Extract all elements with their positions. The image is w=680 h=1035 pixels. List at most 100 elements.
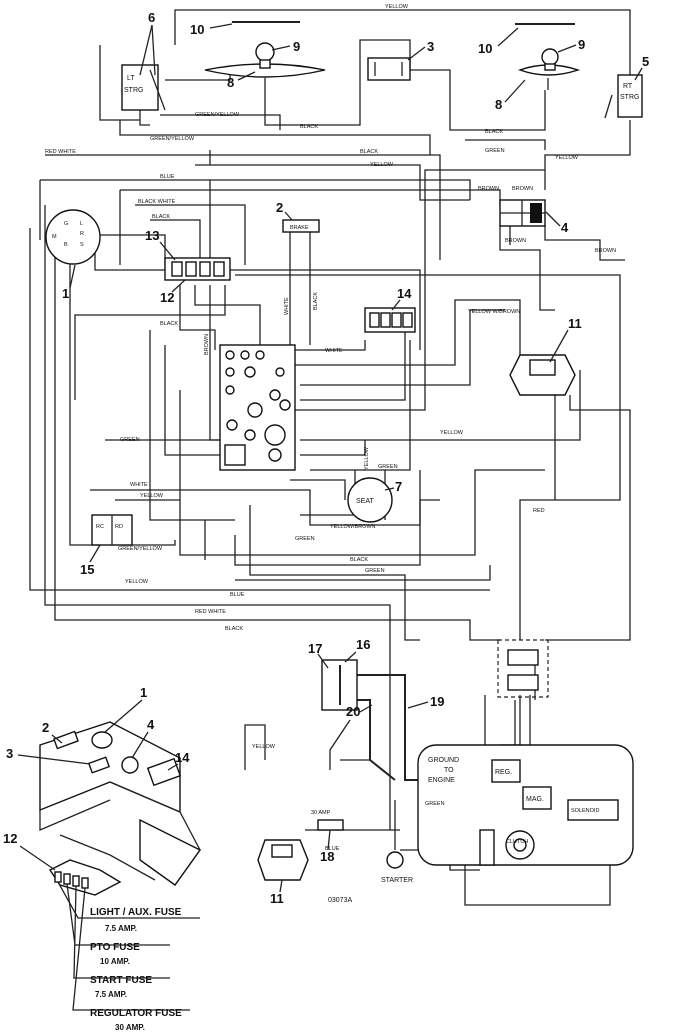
key-term-g: G bbox=[64, 221, 68, 227]
callout-9-left: 9 bbox=[293, 39, 300, 54]
fuse-pto-amp: 10 AMP. bbox=[100, 957, 130, 966]
dashed-relay-block bbox=[497, 639, 549, 698]
wire-label: BLUE bbox=[160, 174, 175, 180]
wire-label: BROWN bbox=[204, 334, 210, 355]
brake-label: BRAKE bbox=[290, 225, 309, 231]
clutch-label: CLUTCH bbox=[506, 839, 528, 845]
callout-18: 18 bbox=[320, 849, 334, 864]
callout-19: 19 bbox=[430, 694, 444, 709]
callout-7: 7 bbox=[395, 479, 402, 494]
wire-label: BLACK WHITE bbox=[138, 199, 176, 205]
right-steering-switch: RT STRG bbox=[604, 74, 643, 119]
callout-5: 5 bbox=[642, 54, 649, 69]
callout-4-dash: 4 bbox=[147, 717, 155, 732]
wire-label: BLACK bbox=[152, 214, 170, 220]
callout-12-dash: 12 bbox=[3, 831, 17, 846]
wire-label: RED WHITE bbox=[45, 149, 76, 155]
ground-label-1: GROUND bbox=[428, 757, 459, 764]
wire-label: GREEN bbox=[425, 801, 445, 807]
relay-connector bbox=[499, 199, 546, 227]
dash-panel bbox=[39, 721, 202, 896]
callout-14-dash: 14 bbox=[175, 750, 190, 765]
wire-label: BROWN bbox=[478, 186, 499, 192]
callout-16: 16 bbox=[356, 637, 370, 652]
wire-label: GREEN bbox=[120, 437, 140, 443]
callout-13: 13 bbox=[145, 228, 159, 243]
wire-label: YELLOW bbox=[385, 4, 409, 10]
callout-2-dash: 2 bbox=[42, 720, 49, 735]
wire-label: BROWN bbox=[512, 186, 533, 192]
wire-label: YELLOW bbox=[555, 155, 579, 161]
callout-8-left: 8 bbox=[227, 75, 234, 90]
fuse-regulator-amp: 30 AMP. bbox=[115, 1023, 145, 1032]
seat-switch: SEAT bbox=[347, 477, 393, 523]
key-term-l: L bbox=[80, 221, 83, 227]
control-module bbox=[219, 344, 296, 471]
callout-8-right: 8 bbox=[495, 97, 502, 112]
callout-6: 6 bbox=[148, 10, 155, 25]
wire-label: YELLOW/BROWN bbox=[330, 524, 376, 530]
wire-label: BROWN bbox=[505, 238, 526, 244]
headlight-right bbox=[517, 48, 581, 90]
wire-label: BLACK bbox=[313, 292, 319, 310]
callout-14-top: 14 bbox=[397, 286, 412, 301]
wire-label: WHITE bbox=[284, 297, 290, 315]
wire-label: WHITE bbox=[130, 482, 148, 488]
lt-strg-label-1: LT bbox=[127, 75, 135, 82]
fuse-block bbox=[164, 257, 231, 281]
wire-label: BLUE bbox=[230, 592, 245, 598]
wire-label: BLACK bbox=[160, 321, 178, 327]
rt-strg-label-1: RT bbox=[623, 83, 633, 90]
key-term-s: S bbox=[80, 242, 84, 248]
callout-15: 15 bbox=[80, 562, 94, 577]
left-steering-switch: LT STRG bbox=[99, 45, 166, 121]
wire-label: BLACK bbox=[225, 626, 243, 632]
wire-label: RED WHITE bbox=[195, 609, 226, 615]
key-switch: G L M B S R bbox=[45, 209, 101, 265]
fuse-leader-lines bbox=[57, 881, 200, 1011]
reg-label: REG. bbox=[495, 769, 512, 776]
callout-20: 20 bbox=[346, 704, 360, 719]
wire-harness bbox=[29, 9, 631, 906]
wire-label: BLACK bbox=[485, 129, 503, 135]
key-term-m: M bbox=[52, 234, 57, 240]
battery bbox=[321, 659, 358, 711]
callout-17: 17 bbox=[308, 641, 322, 656]
wire-label: GREEN/YELLOW bbox=[195, 112, 240, 118]
wire-label: YELLOW bbox=[125, 579, 149, 585]
fuse-light-label: LIGHT / AUX. FUSE bbox=[90, 907, 182, 918]
brake-switch: BRAKE bbox=[282, 219, 320, 233]
wire-label: YELLOW bbox=[140, 493, 164, 499]
wire-label: WHITE bbox=[325, 348, 343, 354]
wire-label: YELLOW W/BROWN bbox=[468, 309, 520, 315]
wire-label: YELLOW bbox=[364, 446, 370, 470]
callout-3: 3 bbox=[427, 39, 434, 54]
pto-switch-connector bbox=[364, 307, 416, 333]
wire-color-labels: YELLOW GREEN/YELLOW BLACK GREEN/YELLOW B… bbox=[45, 4, 616, 852]
fuse-light-amp: 7.5 AMP. bbox=[105, 924, 137, 933]
wire-label: GREEN bbox=[378, 464, 398, 470]
wire-label: RED bbox=[533, 508, 545, 514]
fuse-regulator-label: REGULATOR FUSE bbox=[90, 1008, 182, 1019]
fuse-start-amp: 7.5 AMP. bbox=[95, 990, 127, 999]
wire-label: BLACK bbox=[300, 124, 318, 130]
wire-label: GREEN bbox=[295, 536, 315, 542]
callout-11-top: 11 bbox=[568, 316, 582, 331]
key-term-r: R bbox=[80, 231, 84, 237]
rd-label: RD bbox=[115, 524, 123, 530]
wire-label: BLACK bbox=[360, 149, 378, 155]
callout-1-top: 1 bbox=[62, 286, 69, 301]
wire-label: BLUE bbox=[325, 846, 340, 852]
lt-strg-label-2: STRG bbox=[124, 87, 143, 94]
rt-strg-label-2: STRG bbox=[620, 94, 639, 101]
reverse-switch-upper bbox=[509, 354, 576, 396]
ground-label-3: ENGINE bbox=[428, 777, 455, 784]
engine-outline: GROUND TO ENGINE REG. MAG. SOLENOID CLUT… bbox=[417, 744, 634, 866]
mag-label: MAG. bbox=[526, 796, 544, 803]
reverse-switch-lower bbox=[257, 839, 309, 881]
wire-label: BLACK bbox=[350, 557, 368, 563]
callout-3-dash: 3 bbox=[6, 746, 13, 761]
wire-label: BROWN bbox=[595, 248, 616, 254]
wire-label: GREEN/YELLOW bbox=[118, 546, 163, 552]
